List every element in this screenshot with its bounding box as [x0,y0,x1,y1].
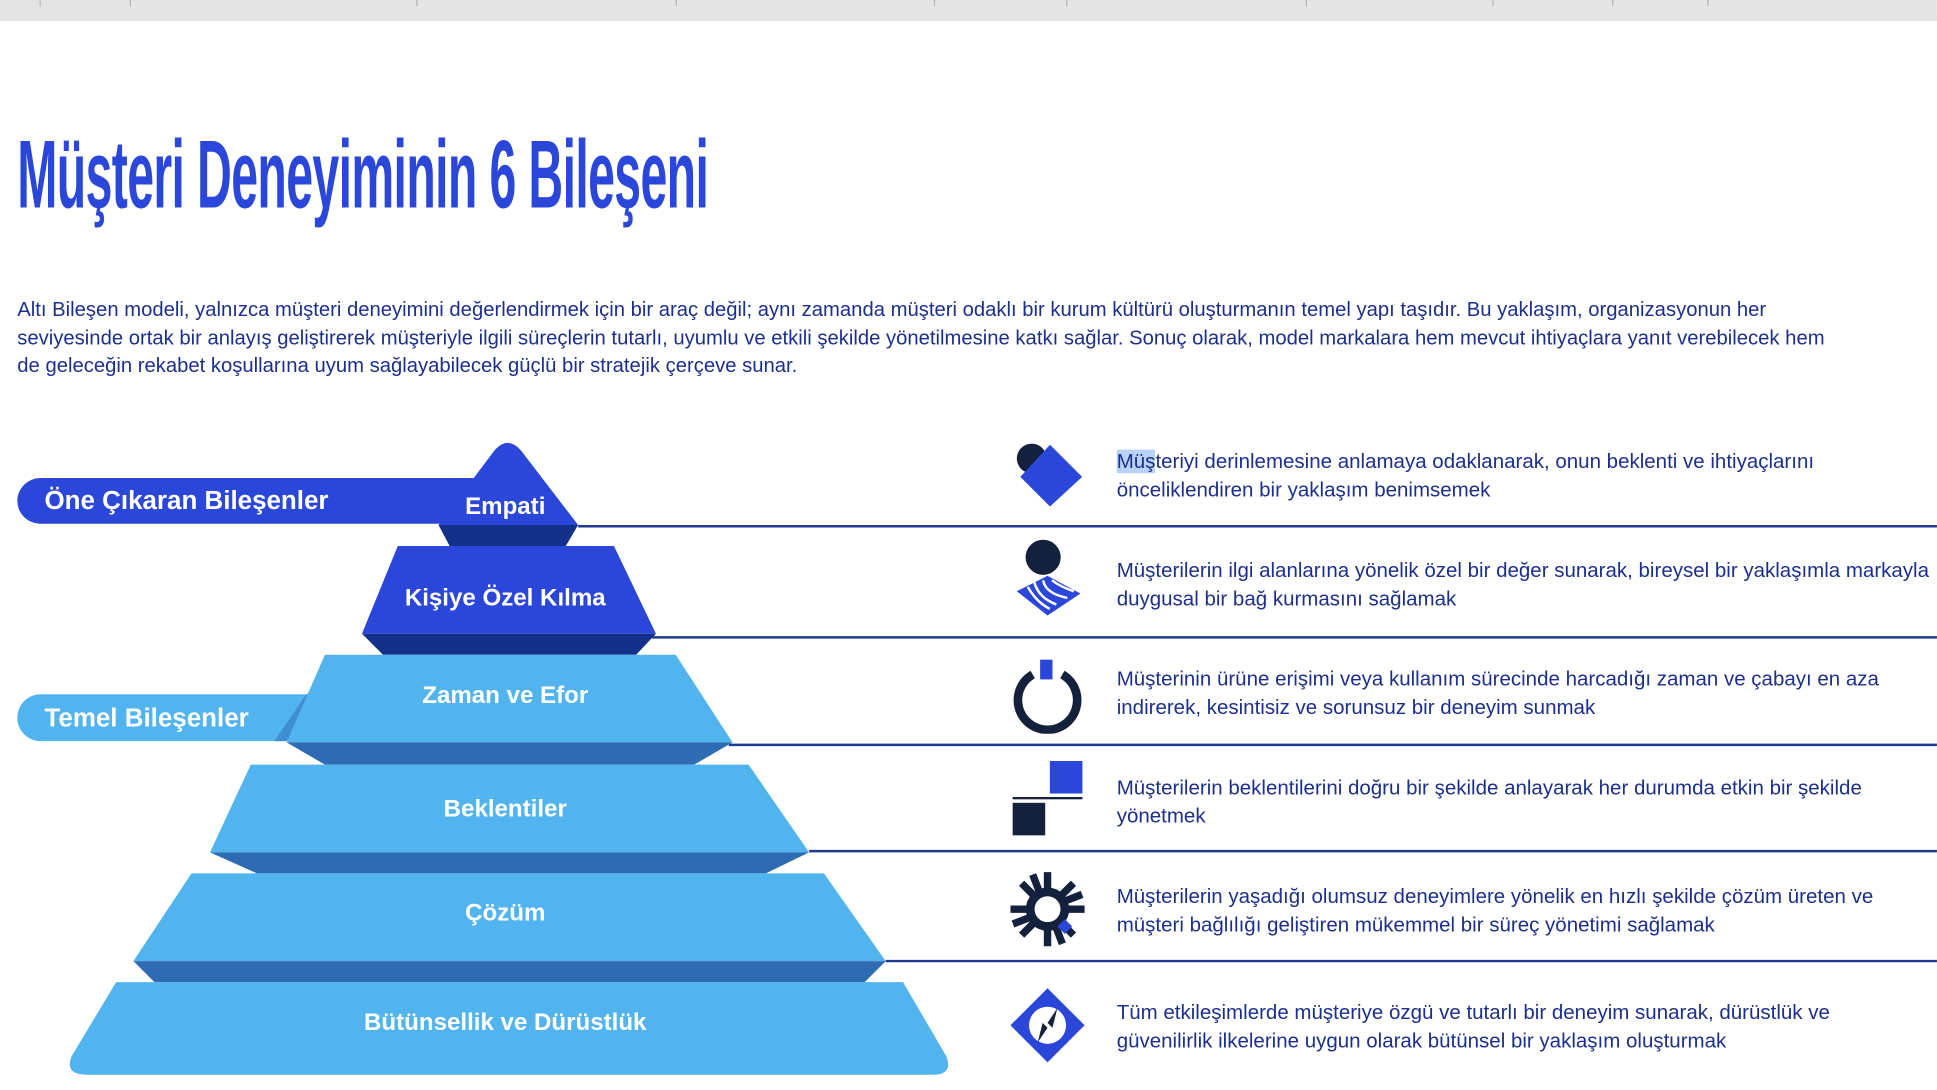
layer-label: Bütünsellik ve Dürüstlük [364,1009,647,1037]
desc-line: yönetmek [1116,803,1206,828]
intro-paragraph: Altı Bileşen modeli, yalnızca müşteri de… [17,296,1824,380]
desc-line: Müşterilerin ilgi alanlarına yönelik öze… [1116,558,1930,582]
component-description: Müşterilerin ilgi alanlarına yönelik öze… [1117,557,1929,613]
intro-line: seviyesinde ortak bir anlayış geliştirer… [17,326,1825,350]
intro-line: Altı Bileşen modeli, yalnızca müşteri de… [17,298,1767,322]
desc-line: Müşterinin ürüne erişimi veya kullanım s… [1116,667,1879,691]
stacked-squares-icon [1012,760,1083,836]
desc-line: indirerek, kesintisiz ve sorunsuz bir de… [1116,694,1596,719]
core-group-pill [17,694,324,742]
component-description: Müşterinin ürüne erişimi veya kullanım s… [1117,666,1879,722]
component-description: Tüm etkileşimlerde müşteriye özgü ve tut… [1117,999,1830,1055]
selected-text[interactable]: Müş [1116,449,1156,474]
component-description: Müşterilerin yaşadığı olumsuz deneyimler… [1117,883,1874,939]
layer-label: Beklentiler [443,795,567,823]
pyramid-layer-cozum [133,873,886,962]
diamond-arrows-icon [1010,988,1085,1063]
core-group-label: Temel Bileşenler [44,704,249,733]
layer-label: Çözüm [465,899,546,927]
desc-line: Tüm etkileşimlerde müşteriye özgü ve tut… [1116,1000,1830,1025]
power-icon [1013,659,1082,734]
highlight-group-label: Öne Çıkaran Bileşenler [44,486,329,516]
layer-label: Zaman ve Efor [422,681,589,710]
person-fingerprint-icon [1016,539,1081,616]
ruler-bar [0,0,1937,22]
intro-line: de geleceğin rekabet koşullarına uyum sa… [17,354,798,377]
highlight-group-pill [17,478,482,524]
component-description: Müşterilerin beklentilerini doğru bir şe… [1117,775,1862,831]
desc-line: Müşterilerin beklentilerini doğru bir şe… [1116,775,1862,800]
component-description: Müşteriyi derinlemesine anlamaya odaklan… [1116,448,1815,504]
pyramid-layer-kisiye-ozel [361,546,656,634]
page-title: Müşteri Deneyiminin 6 Bileşeni [17,119,709,229]
pyramid-layer-butunsellik [69,982,949,1075]
layer-label: Empati [465,492,546,521]
desc-line: müşteri bağlılığı geliştiren mükemmel bi… [1116,912,1715,936]
pyramid-layer-beklentiler [210,764,810,853]
gear-burst-icon [1010,872,1085,947]
heart-diamond-icon [1016,443,1083,507]
desc-line: Müşterilerin yaşadığı olumsuz deneyimler… [1116,884,1874,908]
desc-line: güvenilirlik ilkelerine uygun olarak büt… [1116,1028,1727,1052]
pyramid-layer-empati [438,442,579,526]
desc-line: duygusal bir bağ kurmasını sağlamak [1116,586,1457,610]
layer-label: Kişiye Özel Kılma [404,584,606,612]
desc-line: teriyi derinlemesine anlamaya odaklanara… [1155,449,1815,474]
pyramid-layer-zaman-efor [286,654,733,743]
desc-line: önceliklendiren bir yaklaşım benimsemek [1116,477,1491,501]
